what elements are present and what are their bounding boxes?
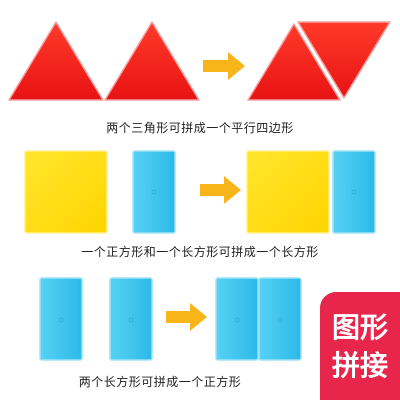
arrow-right-icon: [203, 52, 245, 80]
row-1-shapes: [8, 21, 391, 101]
blue-rectangle: [132, 150, 176, 234]
badge-line-1: 图形: [331, 311, 388, 344]
rectangle-mark: [351, 189, 357, 195]
badge-line-2: 拼接: [331, 349, 388, 382]
rectangle-mark: [58, 317, 64, 323]
row-3-shapes: [39, 277, 302, 361]
arrow-right-icon: [200, 176, 241, 204]
arrow-right-icon: [166, 303, 207, 331]
blue-rectangle-1: [39, 277, 83, 361]
combined-blue-rectangle: [332, 150, 376, 234]
rectangle-mark: [234, 317, 240, 323]
rectangle-mark: [128, 317, 134, 323]
yellow-square: [24, 150, 108, 234]
caption-row-3: 两个长方形可拼成一个正方形: [78, 375, 242, 389]
parallelogram-triangle-left: [247, 23, 341, 101]
shape-puzzle-badge: 图形 拼接: [320, 292, 400, 400]
caption-row-1: 两个三角形可拼成一个平行四边形: [106, 121, 294, 135]
combined-blue-rectangle-2: [258, 277, 302, 361]
row-2-shapes: [24, 150, 376, 234]
rectangle-mark: [277, 317, 283, 323]
red-triangle-2: [104, 21, 200, 101]
combined-yellow-square: [246, 150, 330, 234]
blue-rectangle-2: [109, 277, 153, 361]
red-triangle-1: [8, 21, 104, 101]
rectangle-mark: [151, 189, 157, 195]
combined-blue-rectangle-1: [215, 277, 259, 361]
parallelogram-triangle-right: [297, 21, 391, 99]
caption-row-2: 一个正方形和一个长方形可拼成一个长方形: [81, 245, 319, 259]
